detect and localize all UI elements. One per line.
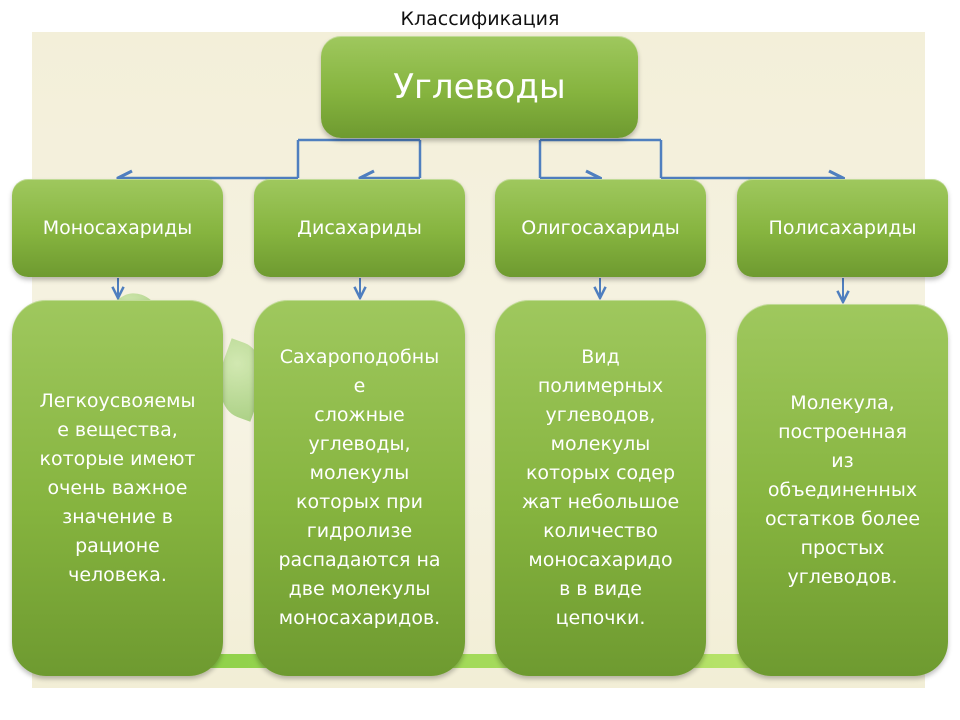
category-node-polysaccharides: Полисахариды (737, 179, 948, 277)
category-label: Моносахариды (42, 217, 193, 239)
category-node-oligosaccharides: Олигосахариды (495, 179, 706, 277)
description-node-disaccharides: Сахароподобны е сложные углеводы, молеку… (254, 300, 465, 676)
description-text: Легкоусвояемы е вещества, которые имеют … (39, 389, 196, 586)
root-node: Углеводы (321, 36, 638, 138)
description-node-monosaccharides: Легкоусвояемы е вещества, которые имеют … (12, 300, 223, 676)
description-text: Сахароподобны е сложные углеводы, молеку… (278, 346, 441, 629)
category-label: Дисахариды (297, 217, 422, 239)
page-title: Классификация (400, 8, 560, 30)
description-text: Молекула, построенная из объединенных ос… (764, 391, 921, 588)
category-node-disaccharides: Дисахариды (254, 179, 465, 277)
root-label: Углеводы (393, 67, 566, 107)
description-node-polysaccharides: Молекула, построенная из объединенных ос… (737, 304, 948, 676)
category-label: Полисахариды (768, 217, 917, 239)
category-label: Олигосахариды (521, 217, 680, 239)
description-node-oligosaccharides: Вид полимерных углеводов, молекулы котор… (495, 300, 706, 676)
description-text: Вид полимерных углеводов, молекулы котор… (521, 346, 680, 629)
category-node-monosaccharides: Моносахариды (12, 179, 223, 277)
